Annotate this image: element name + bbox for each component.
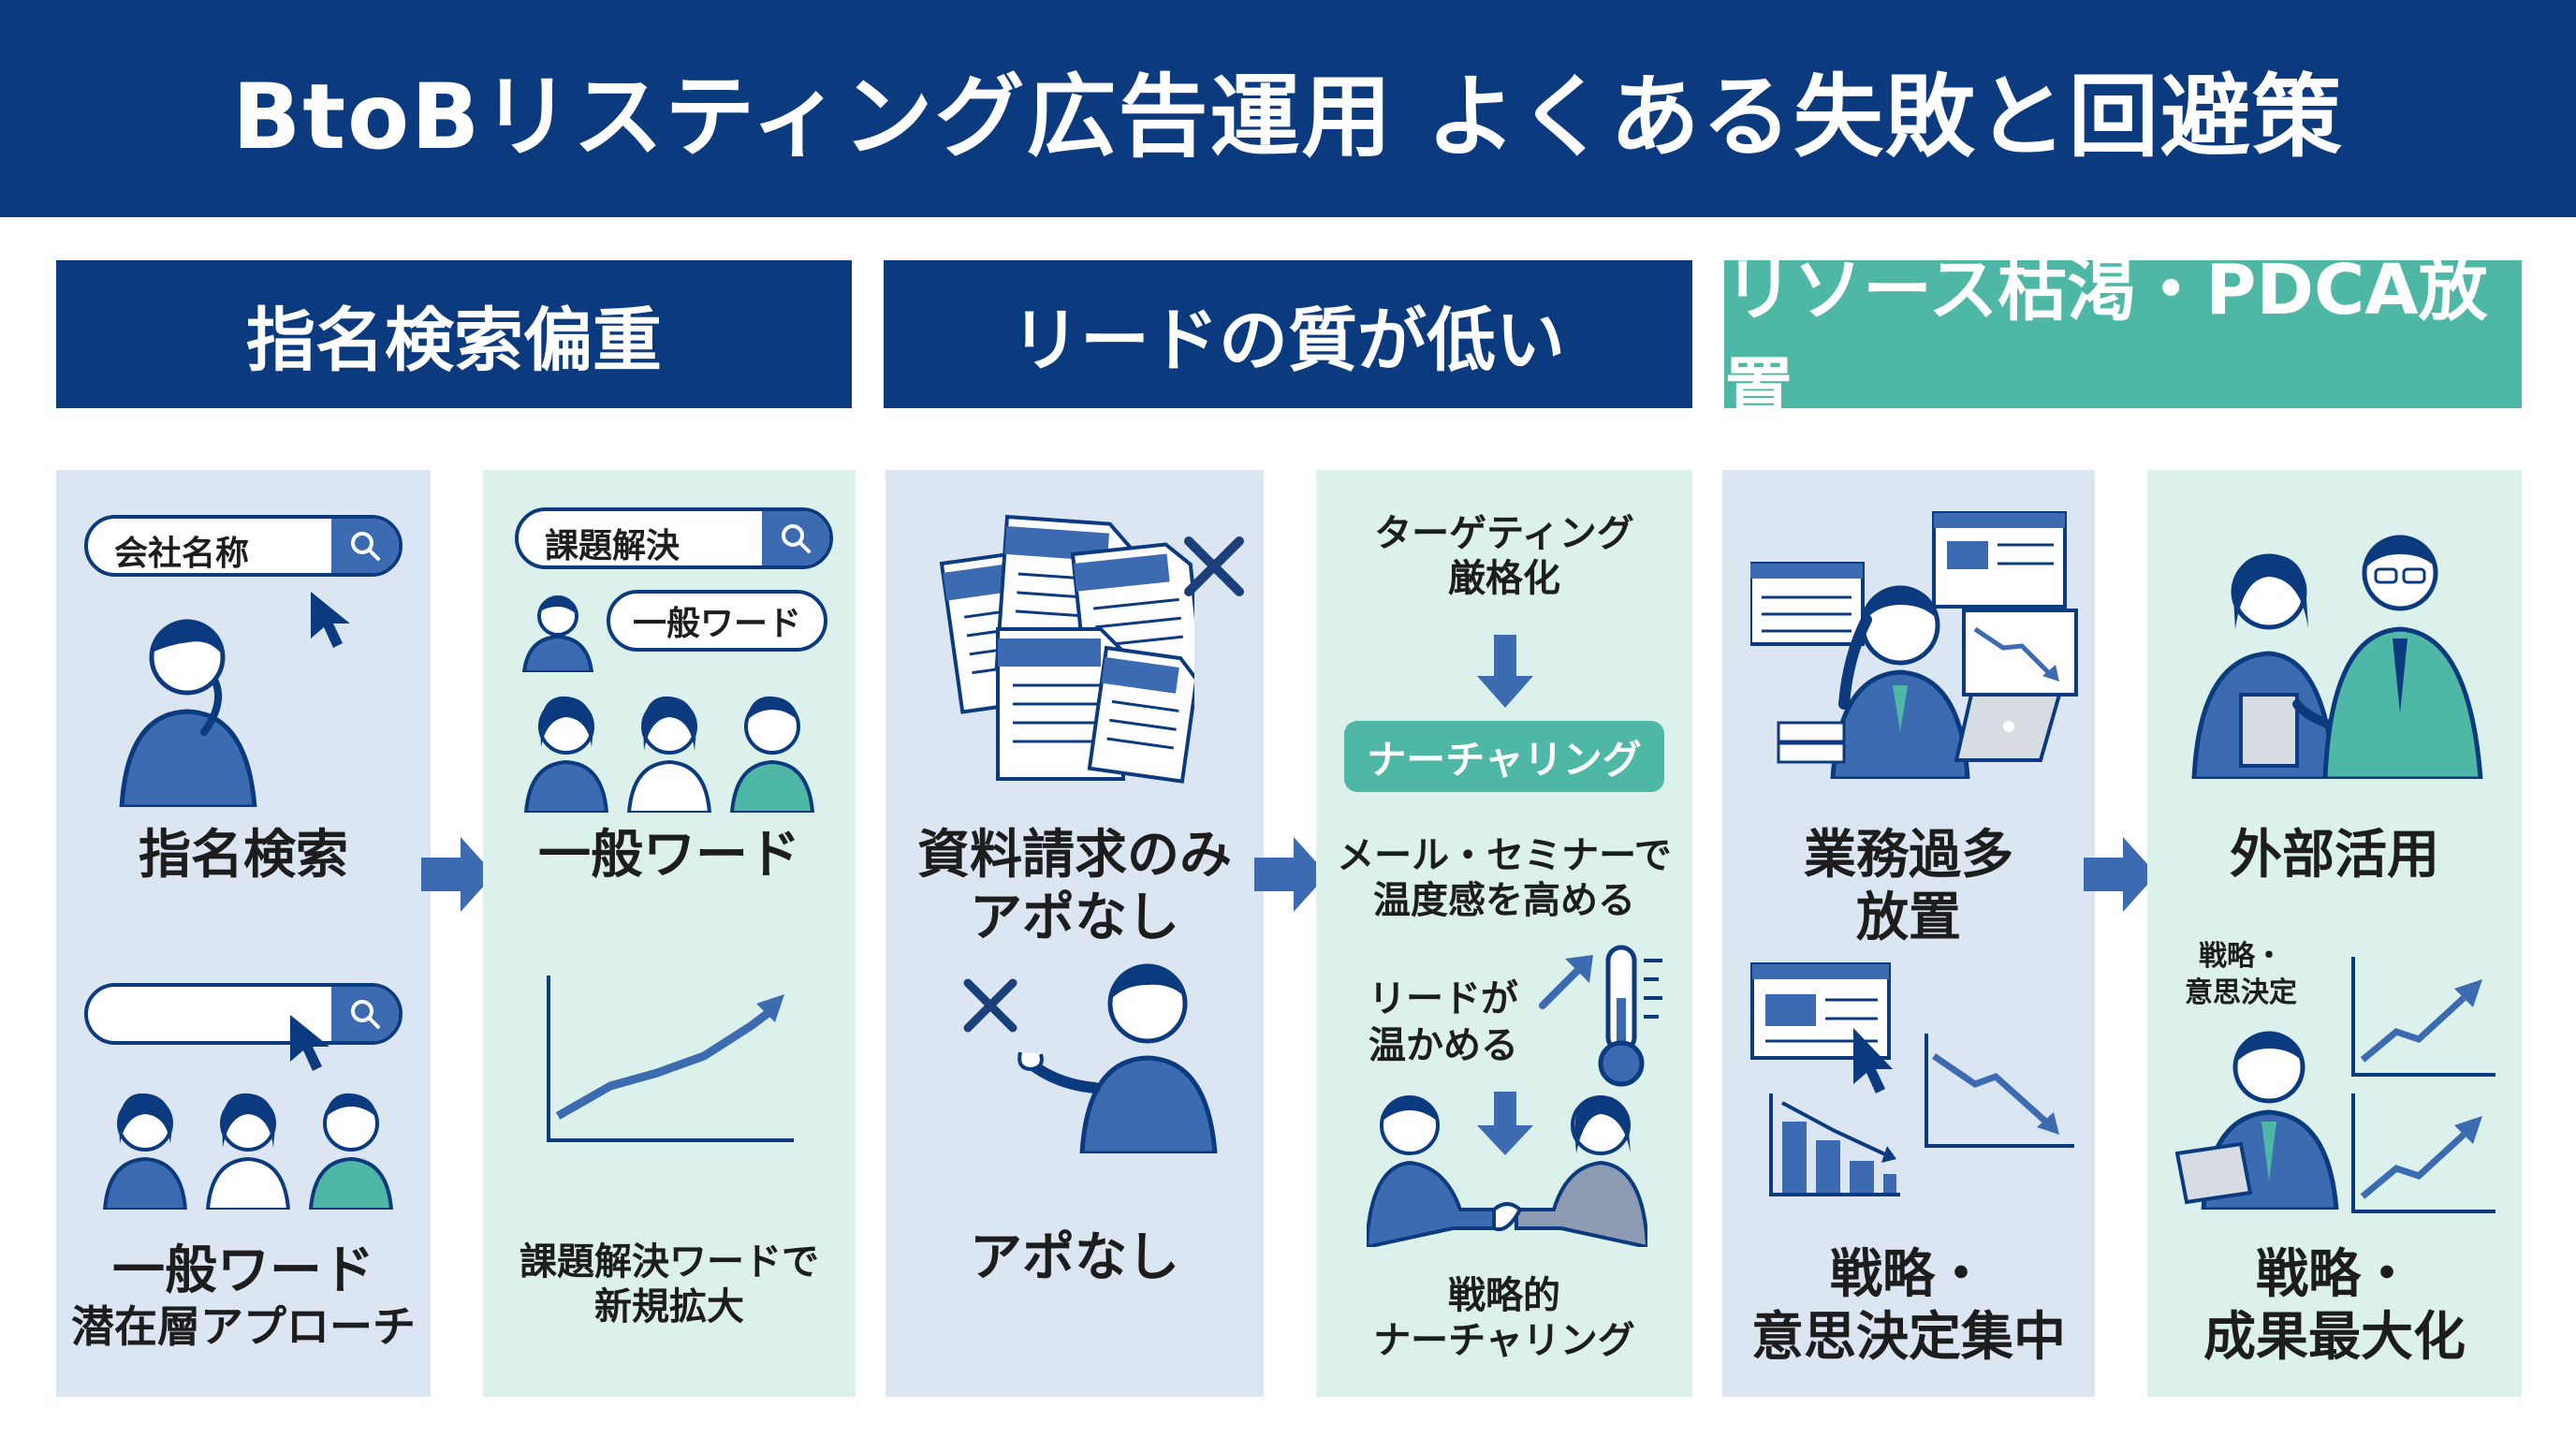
document-stack-icon (939, 514, 1194, 784)
label-problem-words: 課題解決ワードで 新規拡大 (520, 1240, 819, 1328)
label-documents-only: 資料請求のみ アポなし (917, 825, 1232, 949)
label-branded-search: 指名検索 (139, 825, 348, 886)
panel-overload: 業務過多 放置 戦略・ 意思決定集中 (1722, 470, 2095, 1397)
search-box-top: 会社名称 (84, 515, 402, 577)
panel-nurturing: ターゲティング 厳格化 ナーチャリング メール・セミナーで 温度感を高める リー… (1316, 470, 1692, 1397)
label-strategy-focus: 戦略・ 意思決定集中 (1751, 1244, 2066, 1369)
charts-down-icon (1750, 962, 2074, 1196)
person-icon (521, 595, 594, 672)
panel-outsourcing: 外部活用 戦略・ 意思決定 戦略・ 成果最大化 (2147, 470, 2522, 1397)
person-with-tablet-icon (2175, 1031, 2339, 1210)
search-icon (331, 987, 399, 1041)
label-email-seminar: メール・セミナーで 温度感を高める (1337, 834, 1672, 922)
section-header-2: リードの質が低い (884, 260, 1692, 408)
thermometer-icon (1598, 945, 1662, 1087)
search-icon (762, 511, 829, 565)
cross-icon (963, 978, 1017, 1033)
label-maximize-results: 戦略・ 成果最大化 (2203, 1244, 2466, 1369)
search-icon (331, 519, 399, 573)
cross-icon (1184, 536, 1244, 596)
title-bar: BtoBリスティング広告運用 よくある失敗と回避策 (0, 0, 2576, 217)
shrugging-person-icon (1017, 963, 1218, 1153)
label-no-appointment: アポなし (970, 1227, 1179, 1288)
label-outsourcing: 外部活用 (2230, 825, 2439, 886)
section-label: 指名検索偏重 (246, 300, 662, 381)
right-arrow-icon (2084, 837, 2157, 912)
cursor-icon (311, 592, 350, 648)
handshake-icon (1367, 1095, 1647, 1247)
section-label: リソース枯渇・PDCA放置 (1724, 250, 2488, 431)
overwhelmed-worker-icon (1750, 511, 2078, 779)
chart-up-icon (2351, 1093, 2496, 1213)
right-arrow-icon (421, 837, 494, 912)
group-people-icon (102, 1093, 394, 1210)
label-leads-warm: リードが 温かめる (1368, 977, 1518, 1067)
thinking-person-icon (119, 619, 257, 807)
section-header-3: リソース枯渇・PDCA放置 (1724, 250, 2522, 431)
business-team-icon (2191, 535, 2483, 779)
nurturing-pill: ナーチャリング (1344, 721, 1664, 792)
search-box-text: 会社名称 (114, 535, 250, 573)
speech-bubble-general: 一般ワード (607, 590, 827, 652)
chart-up-icon (2351, 957, 2496, 1077)
panel-general-words: 課題解決 一般ワード 一般ワード 課題解決ワードで 新規拡大 (483, 470, 856, 1397)
down-arrow-icon (1477, 635, 1533, 708)
section-label: リードの質が低い (1011, 300, 1565, 381)
label-strategy-decision-small: 戦略・ 意思決定 (2185, 940, 2297, 1009)
label-latent-approach: 潜在層アプローチ (71, 1301, 416, 1352)
search-box-text: 課題解決 (545, 527, 681, 565)
search-box-problem: 課題解決 (515, 507, 833, 569)
label-strategic-nurturing: 戦略的 ナーチャリング (1373, 1274, 1635, 1362)
panel-document-requests: 資料請求のみ アポなし アポなし (886, 470, 1264, 1397)
down-arrow-icon (1477, 1092, 1533, 1155)
up-right-arrow-icon (1539, 955, 1593, 1009)
chart-up-icon (547, 976, 794, 1142)
page-title: BtoBリスティング広告運用 よくある失敗と回避策 (232, 64, 2344, 169)
label-targeting: ターゲティング 厳格化 (1374, 512, 1634, 600)
cursor-icon (290, 1015, 329, 1071)
group-people-icon (523, 696, 815, 813)
search-box-bottom (84, 983, 402, 1045)
right-arrow-icon (1254, 837, 1327, 912)
label-overload: 業務過多 放置 (1804, 825, 2013, 949)
panel-branded-search: 会社名称 指名検索 一般ワード 潜在層アプローチ (56, 470, 431, 1397)
section-header-1: 指名検索偏重 (56, 260, 852, 408)
label-general-words: 一般ワード (112, 1240, 374, 1301)
label-general-word: 一般ワード (538, 825, 800, 886)
